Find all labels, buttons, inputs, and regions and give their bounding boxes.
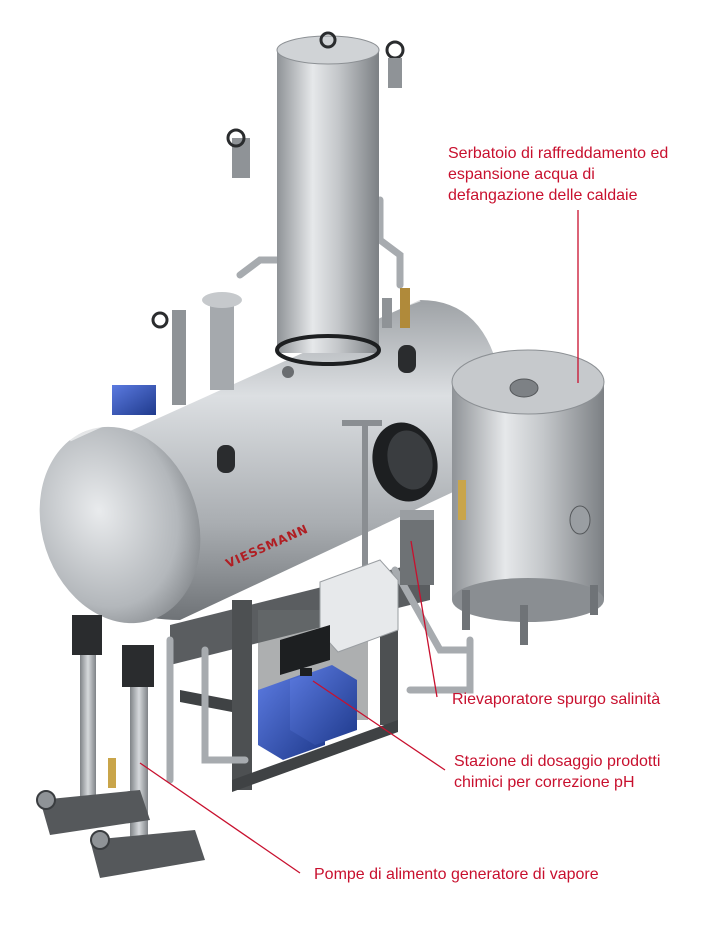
callout-label-dosing-station: Stazione di dosaggio prodotti chimici pe… <box>454 751 660 793</box>
horizontal-drum <box>39 298 505 624</box>
callout-label-feed-pumps: Pompe di alimento generatore di vapore <box>314 866 599 883</box>
callout-dosing-line-2: chimici per correzione pH <box>454 774 635 791</box>
callout-tank-line-2: espansione acqua di <box>448 166 595 183</box>
rievaporatore <box>400 480 466 585</box>
valve-cluster <box>112 31 410 415</box>
callout-line-pumps <box>139 762 301 874</box>
vertical-vessel <box>275 35 381 366</box>
manhole <box>372 422 438 502</box>
callout-lines <box>139 210 579 874</box>
callout-label-expansion-tank: Serbatoio di raffreddamento ed espansion… <box>448 143 668 206</box>
expansion-tank <box>451 349 605 645</box>
callout-tank-line-3: defangazione delle caldaie <box>448 187 638 204</box>
piping <box>166 196 474 784</box>
level-gauge <box>342 420 382 570</box>
callout-line-rievaporatore <box>410 540 438 698</box>
dosing-station <box>258 559 399 760</box>
feed-pumps <box>36 615 205 878</box>
callout-tank-line-1: Serbatoio di raffreddamento ed <box>448 145 669 162</box>
callout-line-dosing <box>312 680 446 771</box>
callout-label-rievaporatore: Rievaporatore spurgo salinità <box>452 691 661 708</box>
callout-dosing-line-1: Stazione di dosaggio prodotti <box>454 753 661 770</box>
